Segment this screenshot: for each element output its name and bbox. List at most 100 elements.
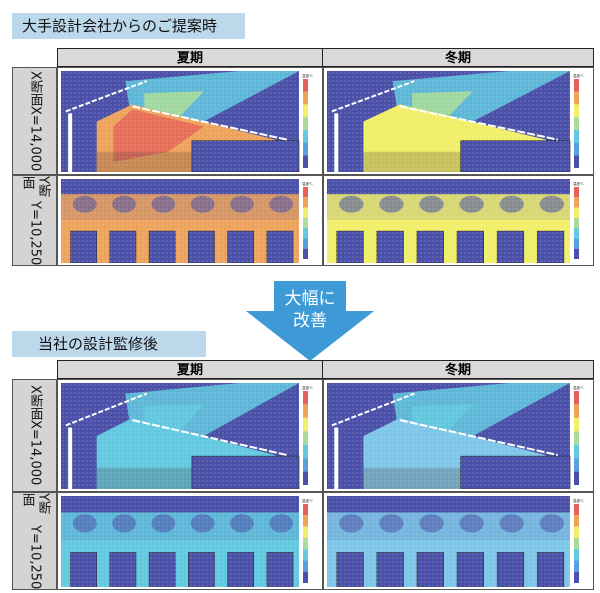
legend-swatch xyxy=(574,504,579,516)
legend-unit: 温度℃ xyxy=(302,73,313,78)
header-summer: 夏期 xyxy=(57,360,323,379)
legend-swatch xyxy=(303,515,308,527)
header-summer: 夏期 xyxy=(57,48,323,67)
legend-swatch xyxy=(303,444,308,459)
legend-panel xyxy=(300,71,319,172)
legend-swatch xyxy=(574,471,579,485)
legend-swatch xyxy=(303,79,308,92)
legend-swatch xyxy=(303,197,308,208)
legend-swatch xyxy=(574,207,579,218)
legend-swatch xyxy=(303,117,308,130)
row-x-value: X=14,000 xyxy=(27,105,43,172)
vector-field xyxy=(327,383,570,489)
legend-swatch xyxy=(303,549,308,561)
legend-panel xyxy=(571,383,590,489)
row-y-label: Y断面 xyxy=(19,176,51,197)
sim-before-winter-x: 温度℃ xyxy=(323,67,594,175)
legend-unit: 温度℃ xyxy=(573,498,584,503)
legend-swatch xyxy=(303,248,308,259)
legend-swatch xyxy=(574,458,579,472)
legend-swatch xyxy=(574,560,579,572)
improvement-arrow xyxy=(246,281,374,361)
vector-field xyxy=(61,496,299,587)
legend-swatch xyxy=(303,228,308,239)
legend-swatch xyxy=(574,117,579,130)
legend-unit: 温度℃ xyxy=(302,181,313,186)
legend-swatch xyxy=(303,238,308,249)
legend-swatch xyxy=(303,207,308,218)
row-x-label: X断面 xyxy=(27,385,43,421)
row-x-value: X=14,000 xyxy=(27,420,43,486)
legend-swatch xyxy=(303,458,308,472)
legend-swatch xyxy=(574,79,579,92)
legend-swatch xyxy=(574,91,579,105)
arrow-line2: 改善 xyxy=(293,311,327,331)
legend-swatch xyxy=(574,515,579,527)
legend-swatch xyxy=(303,404,308,418)
sim-after-winter-x: 温度℃ xyxy=(323,379,594,492)
after-table: 夏期 冬期 X断面 X=14,000 Y断面 Y=10,250 温度℃ 温度℃ … xyxy=(12,360,594,590)
sim-before-winter-y: 温度℃ xyxy=(323,175,594,266)
row-label-x: X断面 X=14,000 xyxy=(12,67,57,175)
before-table: 夏期 冬期 X断面 X=14,000 Y断面 Y=10,250 温度℃ 温度℃ … xyxy=(12,48,594,266)
sim-before-summer-x: 温度℃ xyxy=(57,67,323,175)
row-y-label: Y断面 xyxy=(19,493,51,514)
row-y-value: Y=10,250 xyxy=(27,524,43,589)
header-winter: 冬期 xyxy=(322,48,594,67)
legend-swatch xyxy=(574,217,579,229)
legend-swatch xyxy=(303,504,308,516)
legend-swatch xyxy=(574,417,579,432)
legend-swatch xyxy=(303,91,308,105)
vector-field xyxy=(61,383,299,489)
legend-swatch xyxy=(303,571,308,583)
legend-swatch xyxy=(303,391,308,405)
legend-swatch xyxy=(574,444,579,459)
legend-panel xyxy=(300,383,319,489)
legend-swatch xyxy=(574,431,579,445)
legend-swatch xyxy=(303,431,308,445)
legend-panel xyxy=(571,496,590,587)
legend-panel xyxy=(571,71,590,172)
legend-swatch xyxy=(303,471,308,485)
row-label-y: Y断面 Y=10,250 xyxy=(12,175,57,266)
legend-swatch xyxy=(574,187,579,198)
row-label-x: X断面 X=14,000 xyxy=(12,379,57,492)
legend-swatch xyxy=(574,526,579,538)
legend-swatch xyxy=(303,187,308,198)
legend-swatch xyxy=(574,537,579,550)
vector-field xyxy=(327,71,570,172)
arrow-text: 大幅に 改善 xyxy=(272,288,348,332)
legend-swatch xyxy=(303,417,308,432)
row-label-y: Y断面 Y=10,250 xyxy=(12,492,57,590)
legend-swatch xyxy=(303,537,308,550)
row-y-value: Y=10,250 xyxy=(27,200,43,265)
legend-swatch xyxy=(574,549,579,561)
sim-before-summer-y: 温度℃ xyxy=(57,175,323,266)
legend-unit: 温度℃ xyxy=(573,385,584,390)
legend-panel xyxy=(300,179,319,263)
legend-swatch xyxy=(303,155,308,168)
legend-swatch xyxy=(303,560,308,572)
legend-swatch xyxy=(574,391,579,405)
legend-swatch xyxy=(303,526,308,538)
legend-swatch xyxy=(574,228,579,239)
legend-unit: 温度℃ xyxy=(302,498,313,503)
legend-unit: 温度℃ xyxy=(573,73,584,78)
legend-swatch xyxy=(574,197,579,208)
row-x-label: X断面 xyxy=(27,70,43,106)
legend-swatch xyxy=(574,129,579,143)
sim-after-summer-y: 温度℃ xyxy=(57,492,323,590)
legend-swatch xyxy=(574,248,579,259)
arrow-line1: 大幅に xyxy=(284,289,336,309)
vector-field xyxy=(61,179,299,263)
legend-panel xyxy=(300,496,319,587)
legend-swatch xyxy=(574,104,579,118)
sim-after-winter-y: 温度℃ xyxy=(323,492,594,590)
legend-panel xyxy=(571,179,590,263)
legend-swatch xyxy=(303,217,308,229)
legend-swatch xyxy=(303,104,308,118)
legend-swatch xyxy=(303,142,308,156)
header-winter: 冬期 xyxy=(322,360,594,379)
legend-swatch xyxy=(574,155,579,168)
after-title: 当社の設計監修後 xyxy=(12,331,206,357)
